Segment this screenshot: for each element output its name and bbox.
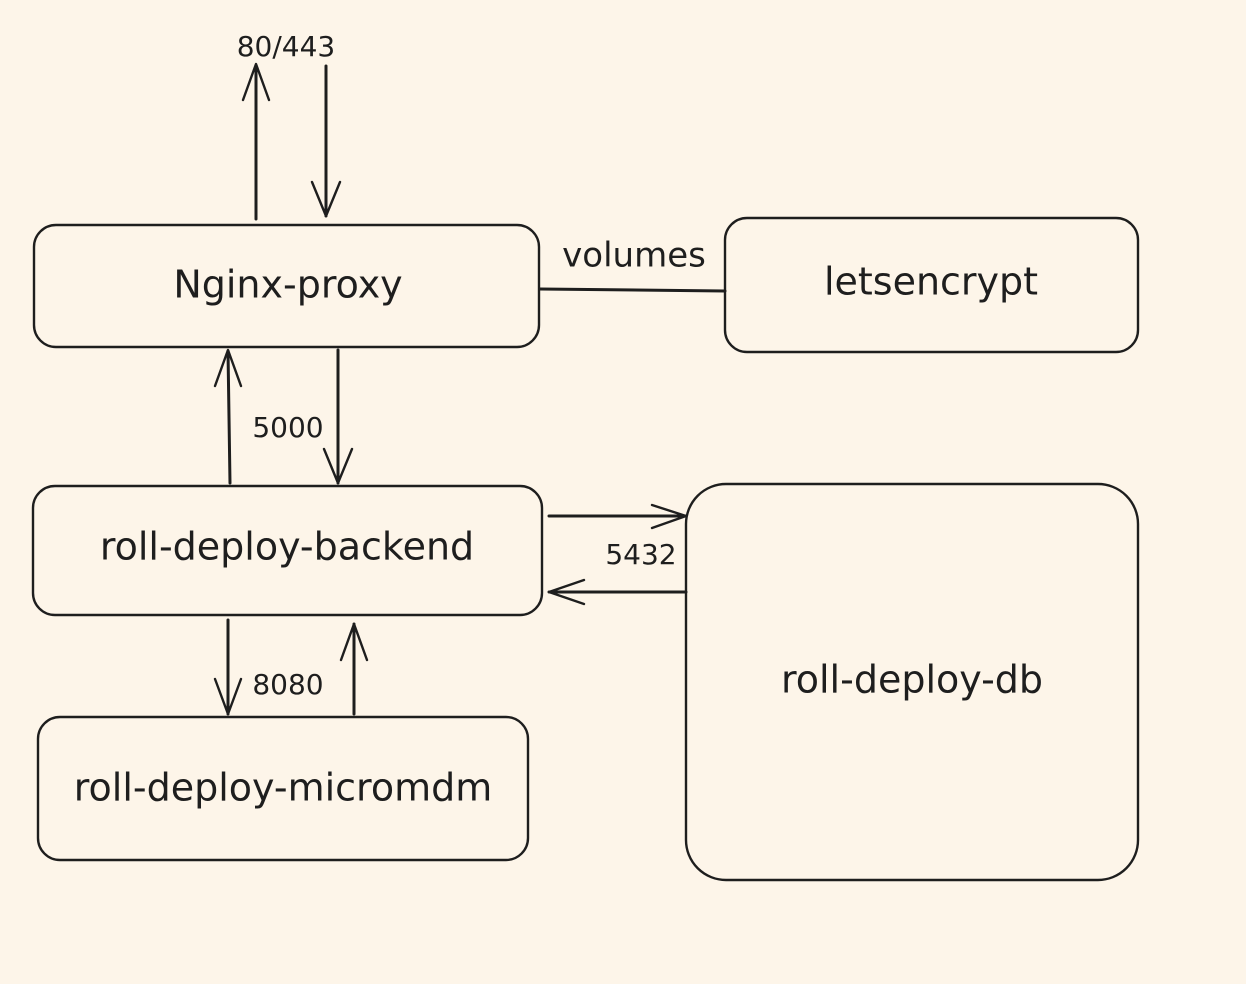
backend-box [31, 484, 544, 617]
node-nginx-proxy[interactable]: Nginx-proxy [32, 223, 541, 349]
node-letsencrypt[interactable]: letsencrypt [723, 216, 1140, 354]
db-box [684, 482, 1140, 882]
volumes-label: volumes [562, 236, 706, 276]
edge-backend-to-nginx [213, 348, 243, 485]
backend-port-label: 5000 [252, 411, 323, 444]
nginx-proxy-label: Nginx-proxy [173, 263, 402, 307]
letsencrypt-label: letsencrypt [824, 260, 1038, 304]
micromdm-label: roll-deploy-micromdm [74, 766, 492, 810]
edge-micromdm-to-backend [339, 622, 369, 716]
node-roll-deploy-micromdm[interactable]: roll-deploy-micromdm [36, 715, 530, 862]
backend-label: roll-deploy-backend [100, 525, 474, 569]
node-roll-deploy-backend[interactable]: roll-deploy-backend [31, 484, 544, 617]
edge-db-to-backend [547, 578, 688, 606]
micromdm-port-label: 8080 [252, 668, 323, 701]
micromdm-box [36, 715, 530, 862]
letsencrypt-box [723, 216, 1140, 354]
db-port-label: 5432 [605, 538, 676, 571]
edge-backend-to-db [547, 503, 688, 530]
nginx-proxy-box [32, 223, 541, 349]
edge-backend-to-micromdm [213, 618, 243, 716]
edge-external-out [241, 62, 271, 221]
node-roll-deploy-db[interactable]: roll-deploy-db [684, 482, 1140, 882]
external-ports-label: 80/443 [237, 30, 336, 63]
edge-external-in [310, 64, 342, 218]
db-label: roll-deploy-db [781, 658, 1043, 702]
edge-volumes [538, 287, 727, 293]
edge-nginx-to-backend [322, 348, 354, 485]
